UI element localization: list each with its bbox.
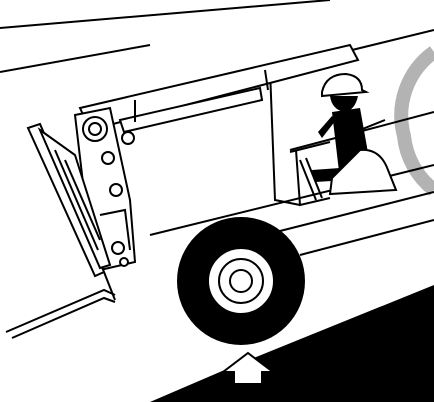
front-wheel bbox=[177, 217, 305, 345]
fork-tines bbox=[6, 272, 115, 338]
boom-arm bbox=[80, 45, 358, 144]
